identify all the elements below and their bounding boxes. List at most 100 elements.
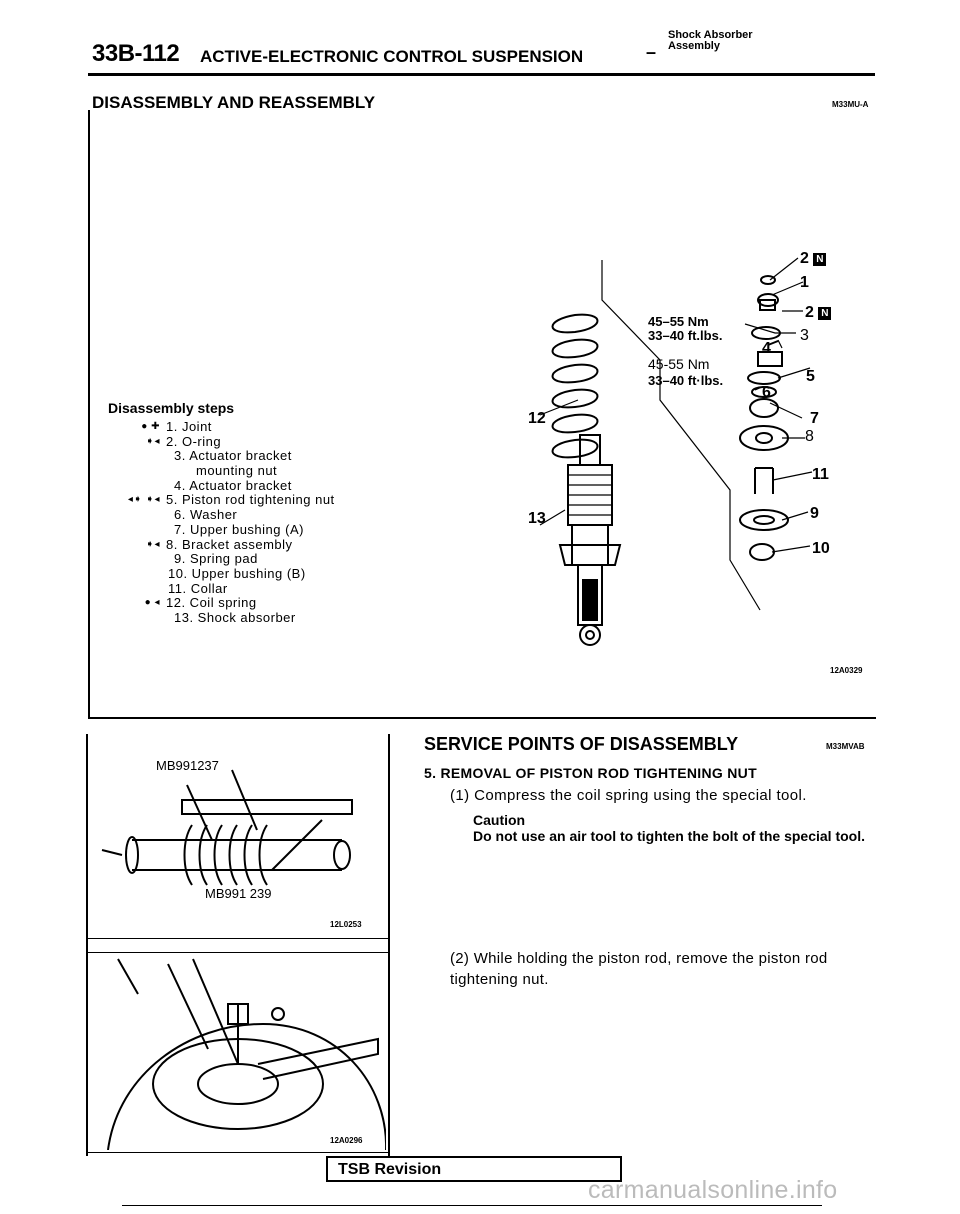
tool-a-label: MB991237 <box>156 758 219 773</box>
figure-separator-b <box>86 952 388 953</box>
step-marker: ➧◂ <box>145 538 160 550</box>
callout-1: 1 <box>800 274 809 291</box>
diagram-code: 12A0329 <box>830 666 863 675</box>
step-item: 10. Upper bushing (B) <box>108 565 335 582</box>
frame-left-top <box>88 110 90 718</box>
step-label: 10. Upper bushing (B) <box>168 565 306 581</box>
step-item: 7. Upper bushing (A) <box>108 521 335 538</box>
step-label: 11. Collar <box>168 580 228 596</box>
callout-2b: 2 N <box>805 304 832 322</box>
step-item: 9. Spring pad <box>108 551 335 567</box>
callout-7: 7 <box>810 410 819 427</box>
step-marker <box>108 552 166 567</box>
p1-number: (1) <box>450 787 470 804</box>
callout-8: 8 <box>805 428 814 445</box>
step-label: 8. Bracket assembly <box>166 536 293 552</box>
service-step-heading: 5. REMOVAL OF PISTON ROD TIGHTENING NUT <box>424 765 757 781</box>
step-marker <box>108 464 166 479</box>
steps-list: ● ✚ 1. Joint ➧◂ 2. O-ring 3. Actuator brac… <box>108 419 335 626</box>
torque1-nm: 45–55 Nm <box>648 314 709 329</box>
title-dash: – <box>646 42 657 62</box>
shock-absorber-drawing <box>558 434 622 646</box>
step-item: 4. Actuator bracket <box>108 477 335 494</box>
tool-b-label: MB991 239 <box>205 886 272 901</box>
callout-12: 12 <box>528 410 546 427</box>
chapter-subtitle: Shock Absorber Assembly <box>668 30 753 52</box>
torque2-ft: 33–40 ft·lbs. <box>648 373 724 388</box>
footer-rule <box>122 1205 822 1206</box>
step-marker: ◂➧ ➧◂ <box>127 494 160 506</box>
step-marker <box>108 611 166 626</box>
step-marker <box>108 523 166 538</box>
step-marker: ➧◂ <box>145 435 160 447</box>
step-marker <box>108 567 166 582</box>
page-code: 33B-112 <box>92 40 180 67</box>
service-code: M33MVAB <box>826 742 865 751</box>
tool-figure-code: 12L0253 <box>330 920 362 929</box>
service-paragraph-2: (2) While holding the piston rod, remove… <box>450 950 828 988</box>
callout-2a: 2 N <box>800 250 827 268</box>
step-marker <box>108 508 166 523</box>
step-item: ● ◂ 12. Coil spring <box>108 596 335 611</box>
tsb-revision-label: TSB Revision <box>338 1161 442 1178</box>
step-item: ➧◂ 8. Bracket assembly <box>108 536 335 553</box>
frame-figures-right <box>388 734 390 1156</box>
step-label: 5. Piston rod tightening nut <box>166 492 335 508</box>
section-title: DISASSEMBLY AND REASSEMBLY <box>92 93 376 112</box>
step-label: 3. Actuator bracket <box>174 448 292 464</box>
callout-4: 4 <box>762 340 771 357</box>
step-label: 12. Coil spring <box>166 595 257 611</box>
callout-10: 10 <box>812 540 830 557</box>
step-marker <box>108 449 166 464</box>
step-label: mounting nut <box>196 463 278 479</box>
header-rule <box>88 73 875 76</box>
step-item: 13. Shock absorber <box>108 609 335 626</box>
step-label: 9. Spring pad <box>174 551 258 567</box>
torque1-ft: 33–40 ft.lbs. <box>648 328 723 343</box>
caution-text: Do not use an air tool to tighten the bo… <box>473 828 865 844</box>
step-marker <box>108 582 166 597</box>
step-item: 11. Collar <box>108 580 335 597</box>
callout-6: 6 <box>762 384 771 401</box>
callout-3: 3 <box>800 327 809 344</box>
subtitle-line1: Shock Absorber <box>668 29 753 41</box>
p1-text: Compress the coil spring using the speci… <box>474 787 807 804</box>
step-marker: ● ◂ <box>144 597 160 609</box>
step-marker <box>108 479 166 494</box>
chapter-title: ACTIVE-ELECTRONIC CONTROL SUSPENSION <box>200 47 584 66</box>
step-label: 2. O-ring <box>166 433 222 449</box>
step-label: 1. Joint <box>166 419 212 434</box>
step-item: ● ✚ 1. Joint <box>108 419 335 435</box>
callout-5: 5 <box>806 368 815 385</box>
figure-separator-a <box>86 938 388 939</box>
callout-13: 13 <box>528 510 546 527</box>
callout-11: 11 <box>812 466 829 483</box>
frame-figures-left <box>86 734 88 1156</box>
service-paragraph-1: (1) Compress the coil spring using the s… <box>450 787 807 804</box>
coil-spring-drawing <box>551 313 599 459</box>
new-part-icon: N <box>818 307 832 320</box>
upper-parts-drawing <box>739 275 789 561</box>
section-code: M33MU-A <box>832 100 869 109</box>
step-item: ➧◂ 2. O-ring <box>108 433 335 450</box>
exploded-diagram <box>539 257 813 646</box>
callout-9: 9 <box>810 505 819 522</box>
service-title: SERVICE POINTS OF DISASSEMBLY <box>424 734 739 754</box>
caution-block: Caution Do not use an air tool to tighte… <box>473 812 873 844</box>
subtitle-line2: Assembly <box>668 40 720 52</box>
tsb-revision-box: TSB Revision <box>326 1156 622 1182</box>
step-marker: ● ✚ <box>141 421 160 432</box>
new-part-icon: N <box>813 253 827 266</box>
caution-label: Caution <box>473 812 526 828</box>
step-label: 7. Upper bushing (A) <box>174 521 304 537</box>
step-label: 13. Shock absorber <box>174 609 296 625</box>
steps-title: Disassembly steps <box>108 400 235 416</box>
step-item: mounting nut <box>108 463 335 479</box>
step-label: 4. Actuator bracket <box>174 477 292 493</box>
frame-divider <box>88 717 876 719</box>
nut-figure-drawing <box>107 958 386 1150</box>
nut-figure-code: 12A0296 <box>330 1136 363 1145</box>
step-item: 3. Actuator bracket <box>108 449 335 464</box>
watermark: carmanualsonline.info <box>588 1176 838 1204</box>
step-label: 6. Washer <box>174 507 238 523</box>
